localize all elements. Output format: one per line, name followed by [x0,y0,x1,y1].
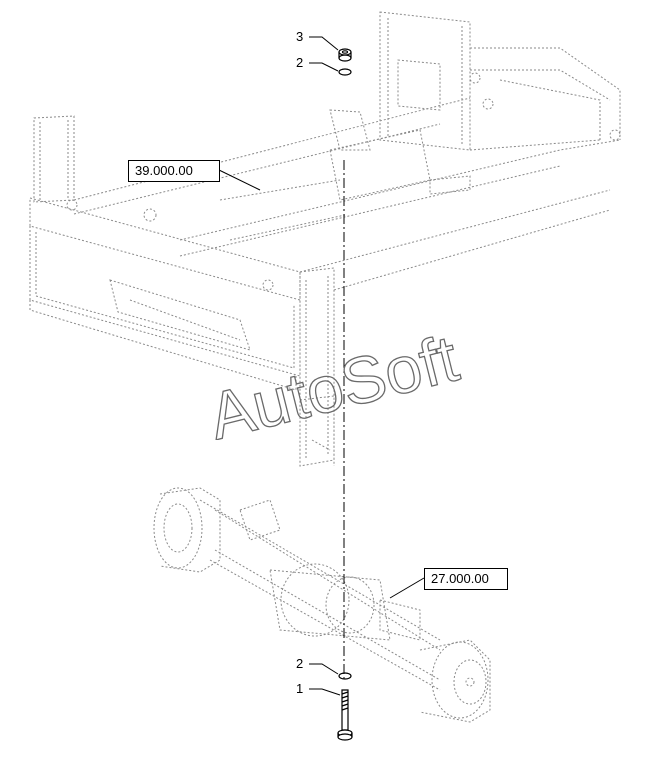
callout-number-washer-bottom: 2 [296,656,304,671]
bolt-part [337,689,353,741]
callout-number-nut: 3 [296,29,304,44]
frame-reference-label: 39.000.00 [135,163,193,178]
nut-part [338,48,352,62]
autosoft-watermark: AutoSoft [201,320,466,440]
callout-number-bolt: 1 [296,681,304,696]
washer-part-bottom [338,672,352,680]
washer-part-top [338,68,352,76]
chassis-frame [29,11,621,467]
watermark-text: AutoSoft [202,320,466,440]
drive-axle-assembly [153,487,491,723]
axle-reference-box: 27.000.00 [424,568,508,590]
callout-number-washer-top: 2 [296,55,304,70]
axle-reference-label: 27.000.00 [431,571,489,586]
leader-lines [218,36,425,696]
frame-reference-box: 39.000.00 [128,160,220,182]
